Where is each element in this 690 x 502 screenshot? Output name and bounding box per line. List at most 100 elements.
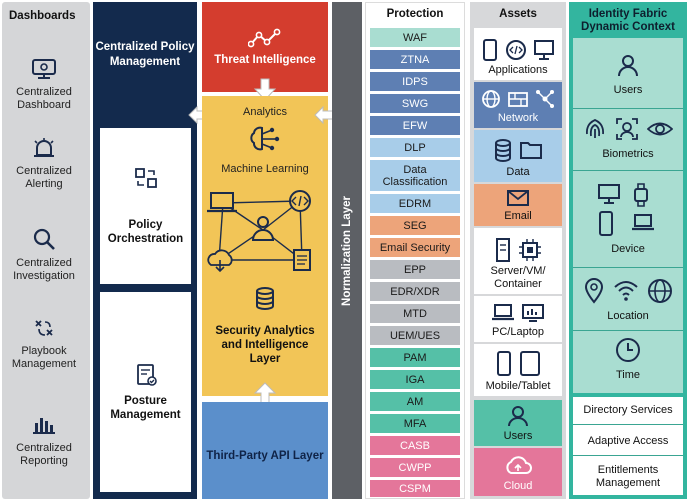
firewall-icon xyxy=(508,92,528,107)
asset-label: Cloud xyxy=(503,480,533,492)
clock-icon xyxy=(616,338,640,362)
asset-label: Data xyxy=(506,166,530,178)
code-icon xyxy=(506,40,526,60)
protection-item-am: AM xyxy=(370,392,460,411)
globe-network-icon xyxy=(482,90,500,108)
protection-item-efw: EFW xyxy=(370,116,460,135)
identity-item-device: Device xyxy=(573,183,683,256)
protection-item-seg: SEG xyxy=(370,216,460,235)
asset-network: Network xyxy=(474,82,562,128)
asset-pc-laptop: PC/Laptop xyxy=(474,296,562,342)
down-arrow-icon xyxy=(253,78,277,101)
eye-icon xyxy=(647,122,673,136)
dashboard-item-centralized-investigation: Centralized Investigation xyxy=(0,227,88,283)
identity-context-panel xyxy=(573,38,683,393)
user-icon xyxy=(508,406,528,427)
database-icon xyxy=(495,139,511,162)
protection-item-ztna: ZTNA xyxy=(370,50,460,69)
chip-icon xyxy=(519,239,541,261)
map-pin-icon xyxy=(584,278,604,304)
analytics-network-diagram xyxy=(207,190,311,273)
magnifier-icon xyxy=(33,228,55,250)
monitor-icon xyxy=(32,59,56,79)
protection-item-cwpp: CWPP xyxy=(370,458,460,477)
identity-item-label: Location xyxy=(607,310,649,322)
threat-intelligence-label: Threat Intelligence xyxy=(214,54,316,66)
dashboard-item-label: Centralized Investigation xyxy=(13,257,75,282)
asset-users: Users xyxy=(474,400,562,446)
identity-item-label: Device xyxy=(611,243,645,255)
protection-item-data-classification: Data Classification xyxy=(370,160,460,191)
brain-network-icon xyxy=(250,126,280,151)
policy-orchestration-label: Policy Orchestration xyxy=(107,219,184,245)
tablet-icon xyxy=(520,351,540,376)
wifi-icon xyxy=(614,281,638,301)
protection-item-dlp: DLP xyxy=(370,138,460,157)
dashboard-item-centralized-alerting: Centralized Alerting xyxy=(0,137,88,191)
asset-label: Server/VM/ Container xyxy=(490,265,546,290)
phone-icon xyxy=(599,211,613,236)
protection-item-edrm: EDRM xyxy=(370,194,460,213)
dashboard-item-label: Centralized Dashboard xyxy=(16,86,72,111)
laptop-icon xyxy=(207,192,237,213)
identity-service-label: Directory Services xyxy=(583,404,673,416)
identity-item-location: Location xyxy=(573,278,683,323)
policy-orchestration-box: Policy Orchestration xyxy=(100,128,191,284)
protection-title: Protection xyxy=(386,8,444,20)
protection-item-edr-xdr: EDR/XDR xyxy=(370,282,460,301)
identity-service-directory: Directory Services xyxy=(573,404,683,417)
identity-divider xyxy=(573,330,683,331)
phone-icon xyxy=(483,39,497,61)
machine-learning-label: Machine Learning xyxy=(221,163,309,175)
asset-label: Email xyxy=(504,210,532,222)
dashboard-item-label: Playbook Management xyxy=(11,345,77,370)
user-icon xyxy=(251,216,275,241)
asset-label: Users xyxy=(503,430,533,442)
protection-item-cspm: CSPM xyxy=(370,480,460,497)
protection-item-iga: IGA xyxy=(370,370,460,389)
phone-icon xyxy=(497,351,511,376)
identity-divider xyxy=(573,108,683,109)
identity-service-label: Adaptive Access xyxy=(587,435,669,447)
dashboard-item-centralized-dashboard: Centralized Dashboard xyxy=(0,58,88,112)
protection-item-mfa: MFA xyxy=(370,414,460,433)
dashboard-item-label: Centralized Alerting xyxy=(16,165,72,190)
identity-divider xyxy=(573,424,683,425)
normalization-layer xyxy=(332,2,362,499)
desktop-icon xyxy=(522,304,544,322)
asset-label: Mobile/Tablet xyxy=(485,380,551,392)
protection-item-waf: WAF xyxy=(370,28,460,47)
identity-item-time: Time xyxy=(573,337,683,382)
dashboard-item-playbook-management: Playbook Management xyxy=(0,317,88,371)
threat-intelligence-box: Threat Intelligence xyxy=(202,2,328,92)
identity-divider xyxy=(573,170,683,171)
identity-item-biometrics: Biometrics xyxy=(573,116,683,161)
protection-item-idps: IDPS xyxy=(370,72,460,91)
code-icon xyxy=(289,190,311,212)
folder-icon xyxy=(520,142,542,159)
asset-label: Network xyxy=(497,112,539,124)
envelope-icon xyxy=(507,190,529,206)
normalization-label-wrap: Normalization Layer xyxy=(332,2,362,499)
fingerprint-icon xyxy=(586,119,604,138)
laptop-icon xyxy=(492,304,514,321)
identity-service-entitlements: Entitlements Management xyxy=(573,464,683,490)
identity-service-adaptive-access: Adaptive Access xyxy=(573,435,683,448)
trend-line-icon xyxy=(248,28,281,48)
protection-item-uem-ues: UEM/UES xyxy=(370,326,460,345)
normalization-label: Normalization Layer xyxy=(341,195,354,306)
protection-item-pam: PAM xyxy=(370,348,460,367)
user-icon xyxy=(618,55,638,77)
cloud-icon xyxy=(506,456,532,474)
assets-title: Assets xyxy=(499,8,537,20)
identity-fabric-title: Identity Fabric Dynamic Context xyxy=(581,8,675,33)
face-scan-icon xyxy=(616,118,638,140)
identity-service-label: Entitlements Management xyxy=(595,464,661,489)
third-party-api-box: Third-Party API Layer xyxy=(202,402,328,499)
asset-server: Server/VM/ Container xyxy=(474,228,562,294)
monitor-icon xyxy=(534,40,554,60)
asset-label: Applications xyxy=(488,64,548,76)
bar-chart-icon xyxy=(33,418,55,434)
database-icon xyxy=(256,287,274,310)
dashboard-item-label: Centralized Reporting xyxy=(16,442,72,467)
